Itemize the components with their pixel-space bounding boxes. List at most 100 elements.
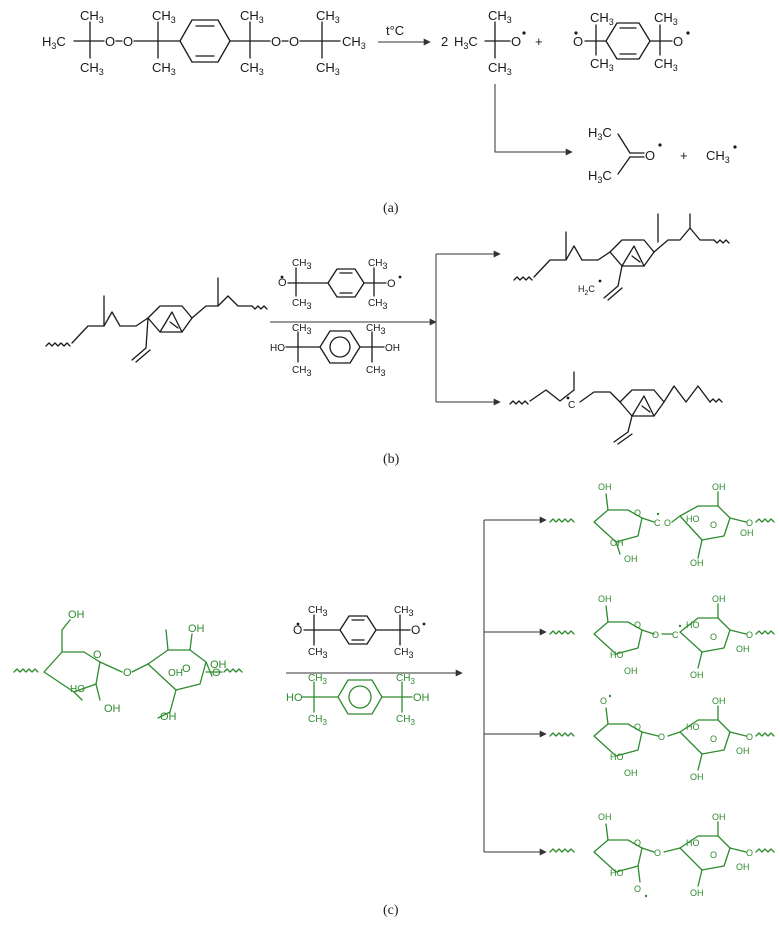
o-rad-c-l: O bbox=[293, 623, 302, 637]
p4-o-link: O bbox=[654, 848, 661, 858]
p3-oh-b: HO bbox=[610, 752, 624, 762]
ch3-b-tr: CH3 bbox=[368, 258, 387, 271]
p3-o-ring: O bbox=[634, 722, 641, 732]
p4-oh-g: OH bbox=[736, 862, 750, 872]
o-rad-c-r: O bbox=[411, 623, 420, 637]
p4-oh-d: OH bbox=[712, 812, 726, 822]
p3-oh-f: OH bbox=[690, 772, 704, 782]
p2-oh-d: OH bbox=[712, 594, 726, 604]
oh-c2c: OH bbox=[160, 711, 177, 723]
o-radical-left: O bbox=[573, 34, 583, 49]
p1-o-link: O bbox=[664, 518, 671, 528]
ch3-diradical-bot-r: CH3 bbox=[654, 56, 678, 73]
coefficient: 2 bbox=[441, 34, 448, 49]
o-4: O bbox=[289, 34, 299, 49]
p4-o-ring2: O bbox=[710, 850, 717, 860]
p1-o-end: O bbox=[746, 518, 753, 528]
ch3-bottom-1: CH3 bbox=[80, 60, 104, 77]
ch3-bd-tl: CH3 bbox=[292, 323, 311, 336]
p2-o-ring2: O bbox=[710, 632, 717, 642]
ch3-tbu-bottom: CH3 bbox=[488, 60, 512, 77]
ch3-c-br: CH3 bbox=[394, 647, 413, 660]
c-radical-b: C bbox=[568, 400, 575, 411]
methyl-radical: CH3 bbox=[706, 148, 730, 165]
oh-c1b: HO bbox=[70, 684, 85, 695]
p2-o-ring: O bbox=[634, 620, 641, 630]
o-rad-b-l: O bbox=[278, 277, 287, 289]
p1-oh-f: OH bbox=[690, 558, 704, 568]
h3c-left: H3C bbox=[42, 34, 66, 51]
p4-o-ring: O bbox=[634, 838, 641, 848]
p2-c-radical: C bbox=[672, 630, 679, 640]
p2-oh-b: HO bbox=[610, 650, 624, 660]
o-3: O bbox=[271, 34, 281, 49]
ch3-top-4: CH3 bbox=[316, 8, 340, 25]
o-2: O bbox=[123, 34, 133, 49]
p1-oh-e: HO bbox=[686, 514, 700, 524]
p1-oh-g: OH bbox=[740, 528, 754, 538]
panel-b: O CH3 CH3 CH3 CH3 O HO CH3 CH3 bbox=[45, 213, 730, 467]
ch3-b-bl: CH3 bbox=[292, 298, 311, 311]
p3-oh-g: OH bbox=[736, 746, 750, 756]
p4-oh-a: OH bbox=[598, 812, 612, 822]
p3-o-end: O bbox=[746, 732, 753, 742]
arrow-a-scission bbox=[494, 84, 573, 156]
epdm-product-tertiary: C bbox=[509, 371, 723, 445]
p1-oh-b: OH bbox=[610, 538, 624, 548]
ch3-bottom-4: CH3 bbox=[316, 60, 340, 77]
panel-a: H3C CH3 CH3 O O CH3 CH3 CH3 CH3 O bbox=[42, 8, 737, 216]
ch3-bd-tr: CH3 bbox=[366, 323, 385, 336]
o-end-c: O bbox=[212, 667, 221, 679]
cellulose-product-1: O OH OH OH C O O OH HO OH OH O bbox=[549, 482, 775, 568]
ch3-c-bl: CH3 bbox=[308, 647, 327, 660]
p2-oh-f: OH bbox=[690, 670, 704, 680]
p2-oh-c: OH bbox=[624, 666, 638, 676]
ch3-top-3: CH3 bbox=[240, 8, 264, 25]
ch3-c-tr: CH3 bbox=[394, 605, 413, 618]
ch3-b-br: CH3 bbox=[368, 298, 387, 311]
o-ring-c1: O bbox=[93, 649, 102, 661]
p4-oh-f: OH bbox=[690, 888, 704, 898]
h3c-acetone-bot: H3C bbox=[588, 168, 612, 185]
p4-oh-b: HO bbox=[610, 868, 624, 878]
epdm-product-allylic: H2C bbox=[513, 213, 730, 301]
p3-o-radical: O bbox=[600, 696, 607, 706]
p1-o-ring: O bbox=[634, 508, 641, 518]
ch3-top-1: CH3 bbox=[80, 8, 104, 25]
ch3-right-1: CH3 bbox=[342, 34, 366, 51]
ch3-c-tl: CH3 bbox=[308, 605, 327, 618]
oh-b: OH bbox=[385, 343, 400, 354]
p3-oh-e: HO bbox=[686, 722, 700, 732]
caption-a: (a) bbox=[383, 201, 399, 216]
ch3-bd-br: CH3 bbox=[366, 365, 385, 378]
ho-c: HO bbox=[286, 692, 303, 704]
o-acetone: O bbox=[645, 148, 655, 163]
initiator-radical-b: O CH3 CH3 CH3 CH3 O bbox=[278, 258, 402, 311]
diol-byproduct-c: HO CH3 CH3 CH3 CH3 OH bbox=[286, 673, 430, 727]
plus-a2: + bbox=[680, 148, 688, 163]
ch3-bd-bl: CH3 bbox=[292, 365, 311, 378]
ch3-cd-br: CH3 bbox=[396, 714, 415, 727]
tert-butoxy-radical: 2 H3C CH3 CH3 O + bbox=[441, 8, 543, 77]
p1-oh-d: OH bbox=[712, 482, 726, 492]
p1-c-radical: C bbox=[654, 518, 661, 528]
ch3-top-2: CH3 bbox=[152, 8, 176, 25]
o-link-c: O bbox=[123, 667, 132, 679]
ch3-cd-tl: CH3 bbox=[308, 673, 327, 686]
o-ring-c2: O bbox=[182, 663, 191, 675]
caption-b: (b) bbox=[383, 452, 400, 467]
p2-o-link: O bbox=[652, 630, 659, 640]
p3-o-ring2: O bbox=[710, 734, 717, 744]
p4-oh-e: HO bbox=[686, 838, 700, 848]
panel-c: OH O HO OH O O OH OH OH OH O O bbox=[13, 482, 775, 918]
ch3-cd-tr: CH3 bbox=[396, 673, 415, 686]
cellulose-product-4: O OH HO O O O OH HO OH OH O bbox=[549, 812, 775, 898]
p4-o-end: O bbox=[746, 848, 753, 858]
p3-oh-c: OH bbox=[624, 768, 638, 778]
ch3-diradical-bot-l: CH3 bbox=[590, 56, 614, 73]
ch3-cd-bl: CH3 bbox=[308, 714, 327, 727]
o-1: O bbox=[105, 34, 115, 49]
oh-c2a: OH bbox=[168, 668, 183, 679]
